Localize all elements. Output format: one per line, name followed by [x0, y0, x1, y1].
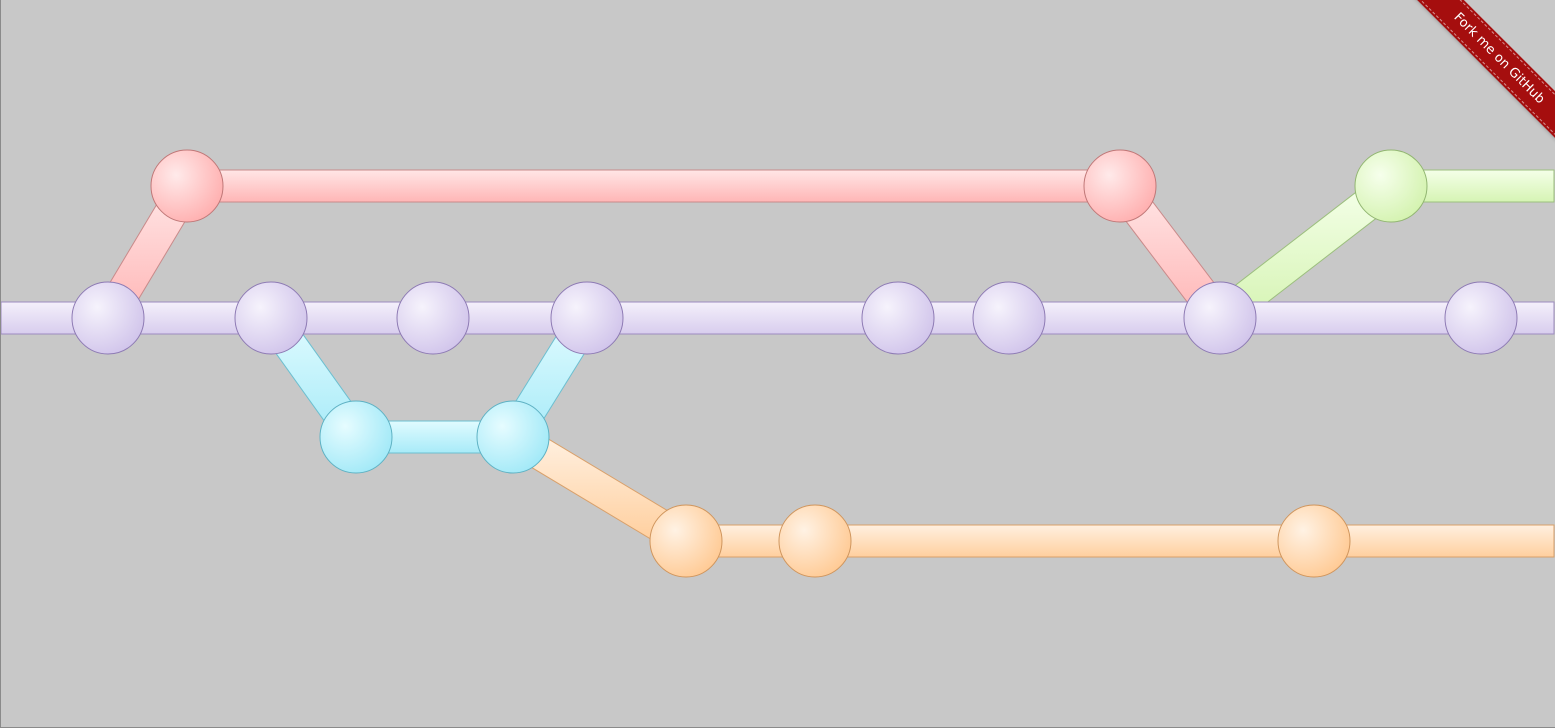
green-commit-node[interactable]: [1354, 149, 1428, 223]
branch-connectors: [93, 172, 1402, 556]
red-commit-node[interactable]: [1083, 149, 1157, 223]
purple-commit-node[interactable]: [861, 281, 935, 355]
blue-commit-node[interactable]: [476, 400, 550, 474]
commit-nodes: [71, 149, 1518, 578]
purple-branch-line: [1, 301, 1555, 335]
fork-ribbon-container: Fork me on GitHub: [1405, 0, 1555, 150]
purple-commit-node[interactable]: [1444, 281, 1518, 355]
orange-commit-node[interactable]: [649, 504, 723, 578]
purple-commit-node[interactable]: [234, 281, 308, 355]
purple-commit-node[interactable]: [1183, 281, 1257, 355]
purple-commit-node[interactable]: [972, 281, 1046, 355]
blue-commit-node[interactable]: [319, 400, 393, 474]
purple-commit-node[interactable]: [71, 281, 145, 355]
red-branch-line: [186, 169, 1121, 203]
orange-commit-node[interactable]: [1277, 504, 1351, 578]
purple-commit-node[interactable]: [396, 281, 470, 355]
orange-commit-node[interactable]: [778, 504, 852, 578]
fork-me-on-github-ribbon[interactable]: Fork me on GitHub: [1410, 0, 1555, 147]
purple-commit-node[interactable]: [550, 281, 624, 355]
red-commit-node[interactable]: [150, 149, 224, 223]
